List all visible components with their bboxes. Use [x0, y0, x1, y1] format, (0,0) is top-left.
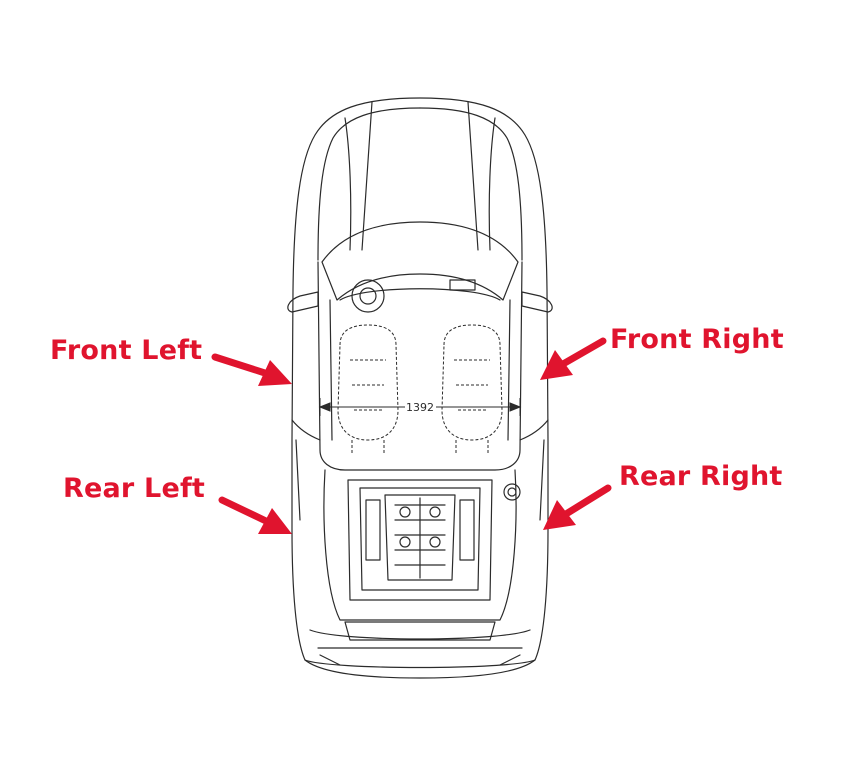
label-rear-right: Rear Right: [619, 461, 783, 492]
arrow-pointer-icon: [543, 484, 612, 530]
arrow-pointer-icon: [211, 353, 292, 386]
label-front-left: Front Left: [50, 335, 203, 366]
label-front-right: Front Right: [610, 324, 784, 355]
arrow-pointer-icon: [218, 496, 292, 534]
arrow-pointer-icon: [540, 337, 607, 380]
dimension-label: 1392: [406, 401, 434, 414]
label-rear-left: Rear Left: [63, 473, 206, 504]
